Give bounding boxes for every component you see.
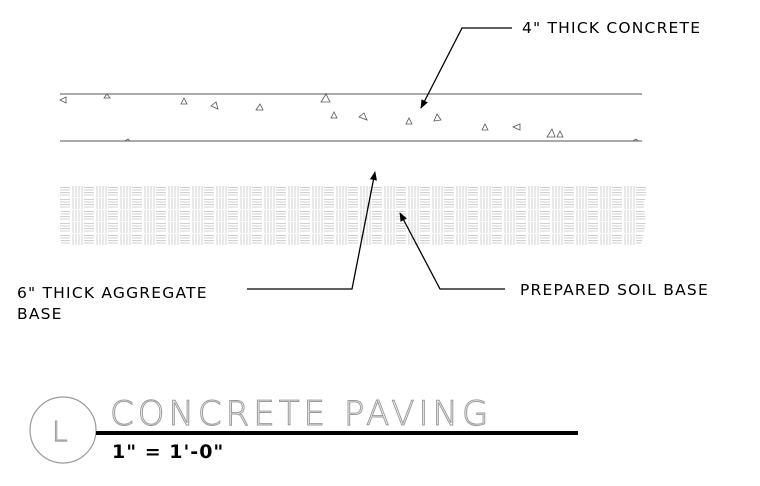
aggregate-hatch <box>59 93 639 142</box>
scale-text: 1" = 1'-0" <box>112 441 224 463</box>
concrete-leader <box>420 27 512 109</box>
detail-title: CONCRETE PAVING <box>110 394 492 434</box>
leader-lines <box>247 27 512 290</box>
soil-callout: PREPARED SOIL BASE <box>520 281 709 299</box>
aggregate-callout-line2: BASE <box>17 305 63 323</box>
soil-leader <box>399 212 505 290</box>
aggregate-callout-line1: 6" THICK AGGREGATE <box>17 284 208 302</box>
title-block: L CONCRETE PAVING 1" = 1'-0" <box>29 394 578 464</box>
aggregate-leader <box>247 171 377 290</box>
soil-base <box>58 186 648 246</box>
detail-letter: L <box>52 415 68 448</box>
concrete-slab <box>59 93 642 142</box>
concrete-callout: 4" THICK CONCRETE <box>522 19 701 37</box>
detail-bubble <box>29 396 97 464</box>
